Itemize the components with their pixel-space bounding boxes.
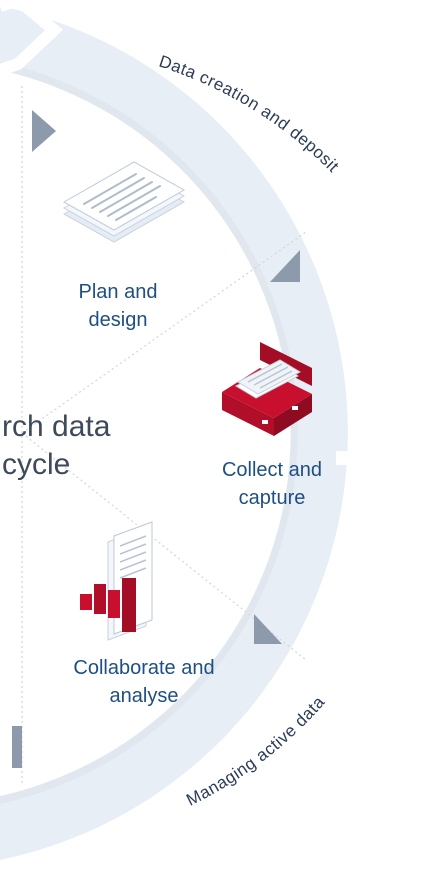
segment-divider-lower <box>21 432 307 661</box>
stage-plan-label-line2: design <box>89 309 148 331</box>
document-stack-icon <box>62 161 186 243</box>
outer-ring-band <box>0 6 348 860</box>
arrow-marker-plan <box>270 250 300 282</box>
bar-chart-document-icon <box>80 521 153 641</box>
center-title-line2: cycle <box>2 448 70 481</box>
arrow-marker-top <box>32 110 56 152</box>
stage-analyse-label-line1: Collaborate and <box>73 657 214 679</box>
inner-wheel <box>0 70 291 796</box>
center-title-line1: rch data <box>2 410 111 443</box>
arrow-marker-bottom <box>12 726 22 768</box>
stage-collect[interactable]: Collect and capture <box>222 342 322 509</box>
stage-analyse-label-line2: analyse <box>110 685 179 707</box>
stage-plan-label-line1: Plan and <box>79 281 158 303</box>
stage-collect-label-line1: Collect and <box>222 459 322 481</box>
stage-plan[interactable]: Plan and design <box>62 161 186 331</box>
outer-ring <box>0 6 348 860</box>
ring-chevron-top <box>0 0 64 76</box>
stage-analyse[interactable]: Collaborate and analyse <box>73 521 215 707</box>
briefcase-icon <box>222 342 312 436</box>
arrow-marker-collect <box>254 614 282 644</box>
stage-collect-label-line2: capture <box>239 487 306 509</box>
ring-chevron-right <box>336 404 448 516</box>
